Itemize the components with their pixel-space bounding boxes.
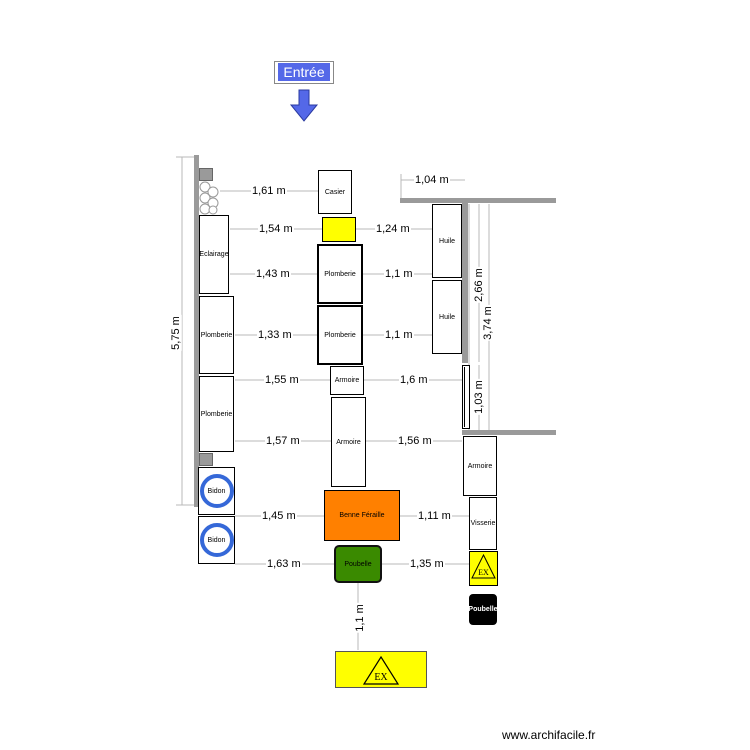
dimension-label: 1,1 m xyxy=(384,329,414,341)
watermark: www.archifacile.fr xyxy=(502,728,596,742)
bidon-ring-icon: Bidon xyxy=(199,474,234,508)
dimension-label: 1,1 m xyxy=(384,268,414,280)
ex-zone-sign-right: EX xyxy=(469,551,498,586)
yellow-block[interactable] xyxy=(322,217,356,242)
dimension-label: 1,57 m xyxy=(265,435,301,447)
pillar-bottom xyxy=(199,453,213,466)
right-bottom-wall xyxy=(462,430,556,435)
poubelle-green[interactable]: Poubelle xyxy=(334,545,382,583)
armoire-small[interactable]: Armoire xyxy=(330,366,364,395)
svg-text:EX: EX xyxy=(374,672,388,683)
dimension-label: 1,55 m xyxy=(264,374,300,386)
plomberie-cabinet-left-2[interactable]: Plomberie xyxy=(199,376,234,452)
dimension-label-vertical: 1,1 m xyxy=(353,603,366,633)
dimension-label: 1,63 m xyxy=(266,558,302,570)
huile-cabinet-2[interactable]: Huile xyxy=(432,280,462,354)
right-top-wall xyxy=(400,198,556,203)
entrance-label: Entrée xyxy=(278,63,330,81)
dimension-label: 1,45 m xyxy=(261,510,297,522)
poubelle-black[interactable]: Poubelle xyxy=(468,594,498,625)
ex-zone-sign-bottom: EX xyxy=(335,651,427,688)
casier[interactable]: Casier xyxy=(318,170,352,214)
dimension-label: 1,6 m xyxy=(399,374,429,386)
plomberie-cabinet-center-1[interactable]: Plomberie xyxy=(317,244,363,304)
dimension-label: 1,43 m xyxy=(255,268,291,280)
visserie[interactable]: Visserie xyxy=(469,497,497,550)
dimension-label-vertical: 5,75 m xyxy=(169,315,182,351)
bidon-2[interactable]: Bidon xyxy=(198,516,235,564)
bidon-ring-icon: Bidon xyxy=(199,523,234,557)
left-wall xyxy=(194,155,199,507)
dimension-label: 1,35 m xyxy=(409,558,445,570)
armoire-right[interactable]: Armoire xyxy=(463,436,497,496)
warning-triangle-icon: EX xyxy=(471,553,496,579)
dimension-label-vertical: 3,74 m xyxy=(481,305,494,341)
bidon-1[interactable]: Bidon xyxy=(198,467,235,515)
eclairage-cabinet[interactable]: Eclairage xyxy=(199,215,229,294)
entrance-arrow-icon xyxy=(289,89,319,122)
dimension-label: 1,24 m xyxy=(375,223,411,235)
pillar-top xyxy=(199,168,213,181)
huile-cabinet-1[interactable]: Huile xyxy=(432,204,462,278)
plomberie-cabinet-left-1[interactable]: Plomberie xyxy=(199,296,234,374)
svg-text:EX: EX xyxy=(478,568,489,577)
benne-feraille[interactable]: Benne Féraille xyxy=(324,490,400,541)
dimension-label: 1,04 m xyxy=(414,174,450,186)
armoire-tall[interactable]: Armoire xyxy=(331,397,366,487)
door-panel xyxy=(464,367,468,427)
right-vertical-wall xyxy=(462,198,468,363)
warning-triangle-icon: EX xyxy=(362,655,400,685)
dimension-label: 1,33 m xyxy=(257,329,293,341)
plomberie-cabinet-center-2[interactable]: Plomberie xyxy=(317,305,363,365)
dimension-label-vertical: 1,03 m xyxy=(472,379,485,415)
dimension-label: 1,11 m xyxy=(417,510,452,522)
dimension-label: 1,56 m xyxy=(397,435,433,447)
dimension-label-vertical: 2,66 m xyxy=(472,267,485,303)
dimension-label: 1,54 m xyxy=(258,223,294,235)
dimension-label: 1,61 m xyxy=(251,185,287,197)
